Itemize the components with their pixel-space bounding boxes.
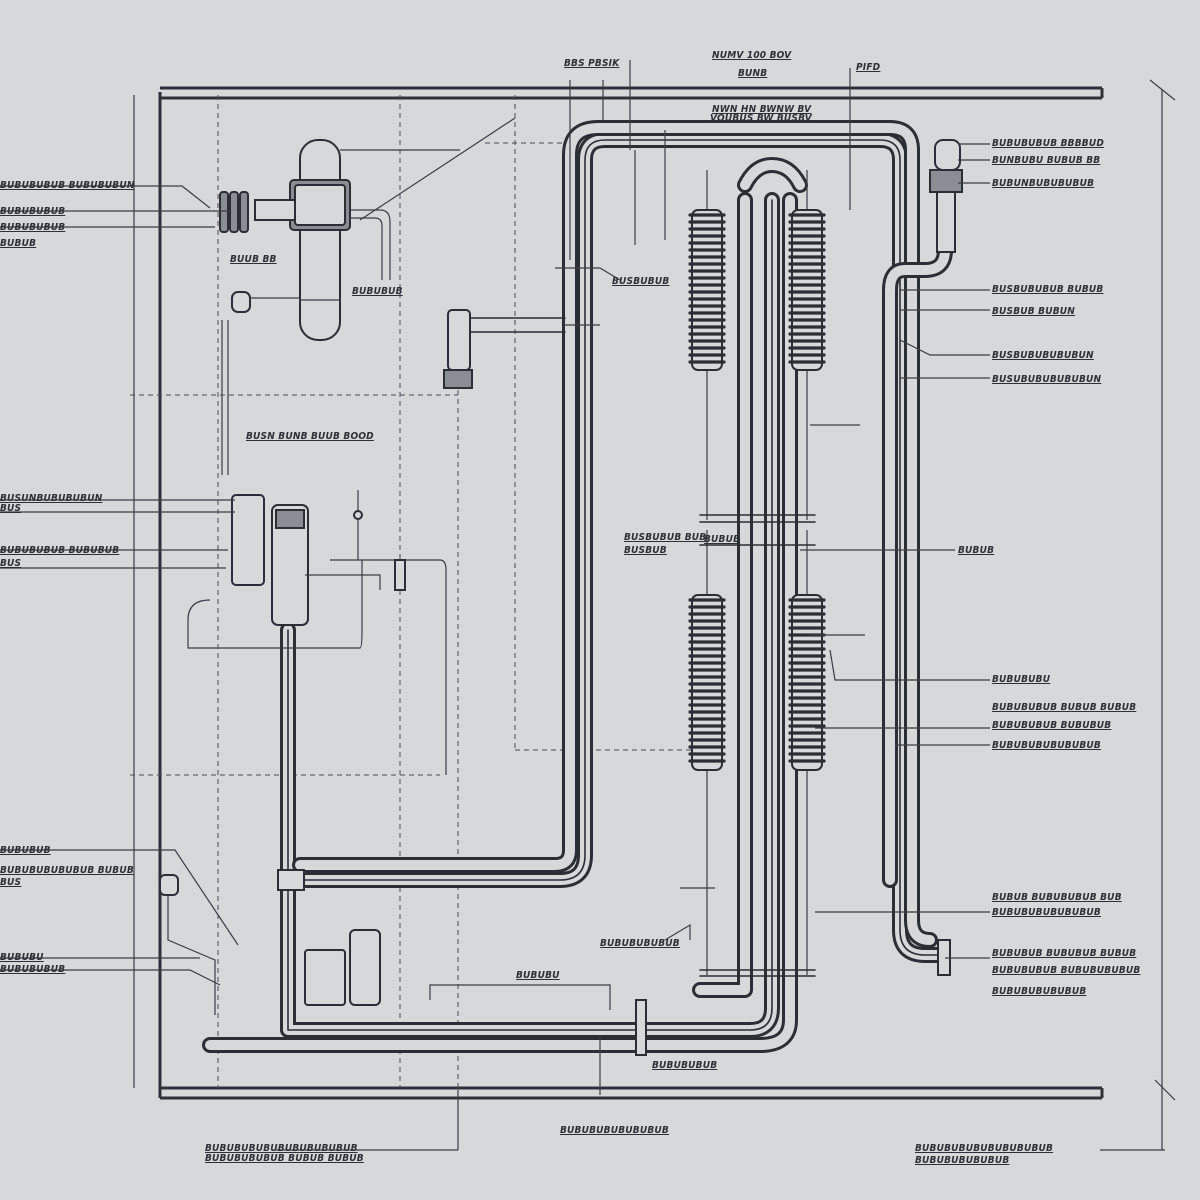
label-left-6: BUS [0,503,22,514]
label-pump-tag: BUUB BB [230,254,277,265]
drawing-frame [133,79,1176,1151]
label-center-mid-2: BUSBUB [624,545,667,556]
top-right-fitting [929,139,963,976]
label-right-12: BUBUB BUBUBUBUB BUB [992,892,1122,903]
label-left-8: BUS [0,558,22,569]
label-top-spec-sub: BUNB [738,68,768,79]
label-bottom-mid: BUBUBU [516,970,560,981]
exchanger-headers [699,424,865,977]
label-right-16: BUBUBUBUBUBUB [992,986,1087,997]
label-pump-note: BUBUBUB [352,286,403,297]
label-right-7: BUSUBUBUBUBUBUN [992,374,1102,385]
label-footnote-4: BUBUBUBUBUBUBUBUBUB [915,1143,1054,1154]
label-top-right-tag: PIFD [856,62,881,73]
label-center-note: BUSN BUNB BUUB BOOD [246,431,374,442]
label-right-11: BUBUBUBUBUBUBUB [992,740,1101,751]
label-header-note-2: VOUBUS BW BUSBV [710,113,812,124]
label-right-15: BUBUBUBUB BUBUBUBUBUB [992,965,1141,976]
label-left-2: BUBUBUBUB [0,206,66,217]
label-footnote-1: BUBUBUBUBUBUBUBUBUBUB [205,1143,358,1154]
label-right-2: BUNBUBU BUBUB BB [992,155,1101,166]
coil-exchanger-lower-right [788,530,826,975]
pump-assembly [219,117,516,475]
label-center-mid-1: BUSBUBUB BUB [624,532,707,543]
label-left-13: BUBUBUBUB [0,964,66,975]
label-footnote-2: BUBUBUBUBUB BUBUB BUBUB [205,1153,364,1164]
label-left-3: BUBUBUBUB [0,222,66,233]
label-tee-tag: BUBUB [704,534,741,545]
label-left-4: BUBUB [0,238,37,249]
label-left-9: BUBUBUB [0,845,51,856]
coil-exchanger-lower-left [688,530,726,975]
label-bottom-note: BUBUBUBUB [652,1060,718,1071]
label-right-4: BUSBUBUBUB BUBUB [992,284,1104,295]
label-left-12: BUBUBU [0,952,44,963]
label-top-spec: NUMV 100 BOV [712,50,792,61]
label-bottom-tag: BUBUBUBUBUB [600,938,680,949]
label-footnote-3: BUBUBUBUBUBUBUB [560,1125,669,1136]
label-header-note-1: NWN HN BWNW BV [712,104,812,115]
label-right-13: BUBUBUBUBUBUBUB [992,907,1101,918]
label-right-9: BUBUBUBUB BUBUB BUBUB [992,702,1137,713]
label-left-5: BUSUNBUBUBUBUN [0,493,103,504]
label-mid-tag: BUSBUBUB [612,276,670,287]
leader-lines [0,60,990,1151]
coil-exchanger-upper-right [788,170,826,520]
label-right-5: BUSBUB BUBUN [992,306,1076,317]
main-pipe-network [202,120,953,1053]
bottom-drain-assembly [159,869,647,1095]
label-right-6: BUSBUBUBUBUBUN [992,350,1094,361]
label-top-tag: BBS PBSIK [564,58,620,69]
label-left-10: BUBUBUBUBUBUB BUBUB [0,865,134,876]
label-footnote-5: BUBUBUBUBUBUB [915,1155,1010,1166]
label-right-3: BUBUNBUBUBUBUB [992,178,1095,189]
label-right-mid: BUBUB [958,545,995,556]
label-left-1: BUBUBUBUB BUBUBUBUN [0,180,135,191]
label-left-11: BUS [0,877,22,888]
label-left-7: BUBUBUBUB BUBUBUB [0,545,120,556]
vertical-vessel [187,490,447,775]
label-right-8: BUBUBUBU [992,674,1051,685]
coil-exchanger-upper-left [688,170,726,520]
label-right-10: BUBUBUBUB BUBUBUB [992,720,1112,731]
label-right-1: BUBUBUBUB BBBBUD [992,138,1105,149]
label-right-14: BUBUBUB BUBUBUB BUBUB [992,948,1137,959]
control-valve [443,309,600,389]
